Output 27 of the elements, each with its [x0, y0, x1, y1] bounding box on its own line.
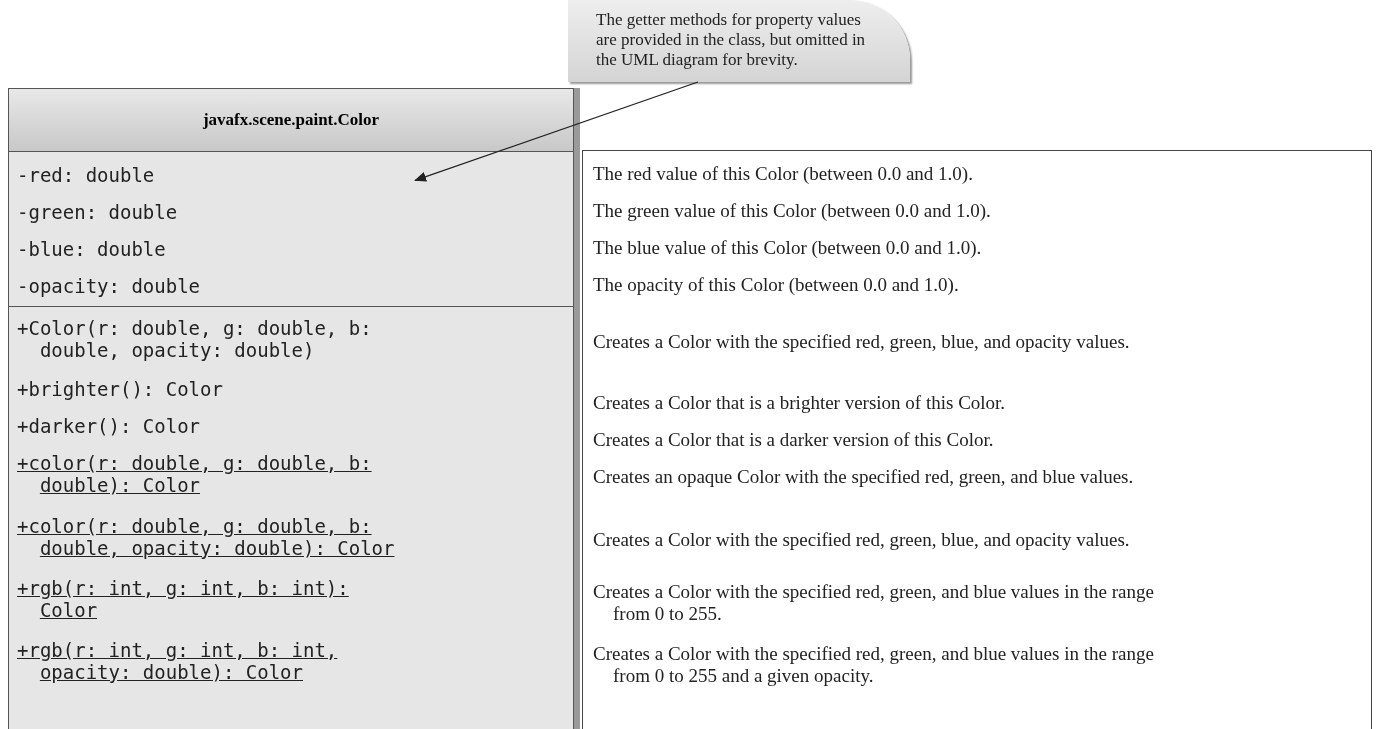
description-text: Creates a Color with the specified red, green, and blue values in the range from 0 to 255.	[593, 581, 1155, 625]
description-text: Creates a Color with the specified red, green, and blue values in the range from 0 to 255 and a given opacity.	[593, 643, 1155, 687]
attribute-text: -opacity: double	[17, 275, 202, 297]
method-text: +rgb(r: int, g: int, b: int, opacity: double): Color	[17, 639, 339, 683]
description-text: Creates a Color that is a brighter version of this Color.	[593, 392, 1006, 414]
note-box	[568, 0, 910, 82]
method-text: +brighter(): Color	[17, 378, 224, 400]
attribute-text: -green: double	[17, 201, 179, 223]
method-text: +darker(): Color	[17, 415, 202, 437]
note-text: The getter methods for property values are provided in the class, but omitted in the UML diagram for brevity.	[596, 10, 867, 70]
description-text: The green value of this Color (between 0.0 and 1.0).	[593, 200, 991, 222]
method-text: +Color(r: double, g: double, b: double, opacity: double)	[17, 317, 373, 361]
description-text: Creates a Color with the specified red, green, blue, and opacity values.	[593, 529, 1130, 551]
attribute-text: -blue: double	[17, 238, 167, 260]
method-text: +color(r: double, g: double, b: double): Color	[17, 452, 373, 496]
method-text: +color(r: double, g: double, b: double, opacity: double): Color	[17, 515, 395, 559]
class-name: javafx.scene.paint.Color	[202, 110, 380, 130]
leader-arrow	[414, 81, 699, 182]
attribute-text: -red: double	[17, 164, 156, 186]
method-text: +rgb(r: int, g: int, b: int): Color	[17, 577, 350, 621]
description-text: Creates an opaque Color with the specified red, green, and blue values.	[593, 466, 1134, 488]
description-text: The red value of this Color (between 0.0 and 1.0).	[593, 163, 973, 185]
description-text: Creates a Color that is a darker version of this Color.	[593, 429, 994, 451]
description-box	[582, 150, 1372, 729]
description-text: The opacity of this Color (between 0.0 and 1.0).	[593, 274, 959, 296]
description-text: The blue value of this Color (between 0.0 and 1.0).	[593, 237, 982, 259]
description-text: Creates a Color with the specified red, green, blue, and opacity values.	[593, 331, 1130, 353]
